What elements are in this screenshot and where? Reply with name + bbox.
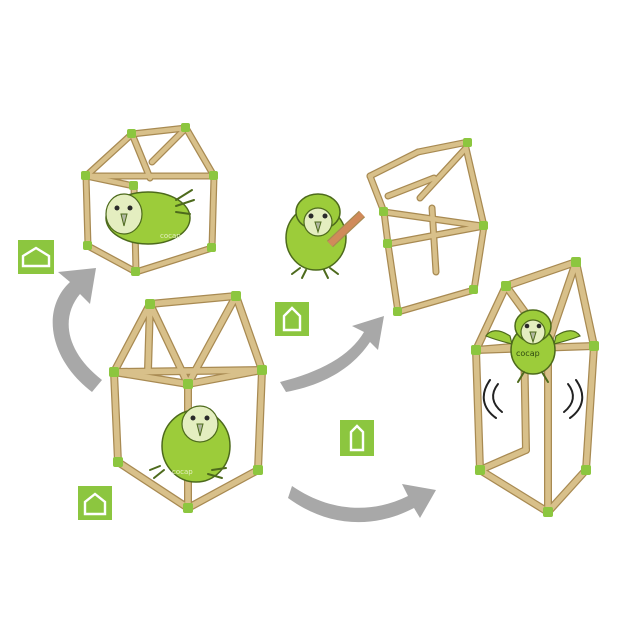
badge-wide-house <box>18 240 54 274</box>
house-narrow-icon <box>349 424 365 452</box>
arrow-to-small-house <box>52 268 102 392</box>
arrow-to-tall-frame <box>288 484 436 523</box>
wood-stick <box>326 210 366 248</box>
small-house-frame <box>81 123 218 276</box>
curved-arrow-right-down <box>288 484 436 523</box>
house-tall-icon <box>83 492 107 516</box>
badge-narrow-house <box>340 420 374 456</box>
curved-arrow-right-up <box>280 316 384 392</box>
bird-sitting-label: cocap <box>172 468 193 476</box>
arrow-to-open-frame <box>280 316 384 392</box>
bird-lying: cocap <box>105 189 195 245</box>
bird-hanging: cocap <box>482 309 584 419</box>
bird-hanging-label: cocap <box>516 349 540 358</box>
shake-lines <box>482 379 584 419</box>
curved-arrow-up <box>52 268 102 392</box>
tall-house-frame <box>109 291 267 513</box>
bird-holding-stick <box>285 193 366 279</box>
badge-house-bottom-left <box>78 486 112 520</box>
badge-tall-house-middle <box>275 302 309 336</box>
bird-sitting: cocap <box>149 405 231 483</box>
house-wide-icon <box>21 246 51 268</box>
house-tall-icon <box>282 306 302 332</box>
bird-lying-label: cocap <box>160 232 181 240</box>
open-frame <box>366 138 488 316</box>
